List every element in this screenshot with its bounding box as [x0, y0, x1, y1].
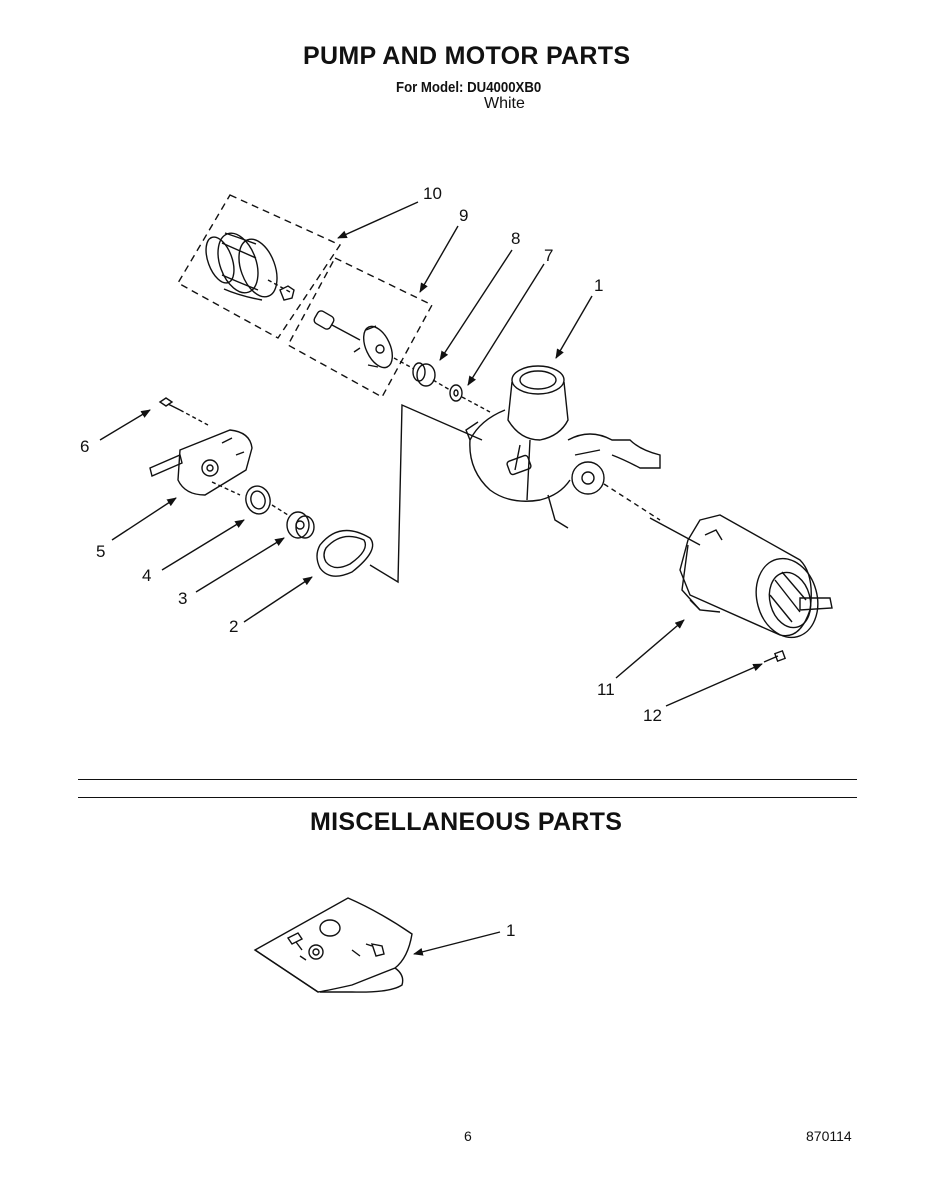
color-label: White: [484, 95, 525, 112]
callout-10: 10: [423, 184, 442, 203]
misc-section-title: MISCELLANEOUS PARTS: [310, 808, 623, 836]
part-9-impeller: [313, 310, 415, 370]
section-divider-top: [78, 779, 857, 780]
pump-section-title: PUMP AND MOTOR PARTS: [303, 42, 631, 70]
part-5-cover: [149, 429, 253, 496]
callout-3: 3: [178, 589, 188, 608]
callout-5: 5: [96, 542, 106, 561]
page-number: 6: [464, 1128, 472, 1144]
part-2-gasket: [316, 529, 374, 577]
misc-parts-bag: [253, 897, 413, 993]
callout-8: 8: [511, 229, 521, 248]
part-12-screw: [763, 649, 787, 663]
part-7-washer: [449, 384, 491, 413]
kit-10-boundary: [177, 194, 342, 339]
part-11-motor: [649, 514, 833, 639]
callout-4: 4: [142, 566, 152, 585]
model-line: For Model: DU4000XB0: [396, 79, 542, 96]
kit-9-boundary: [287, 257, 433, 398]
section-divider-bottom: [78, 797, 857, 798]
part-4-seal-ring: [245, 485, 289, 516]
callout-2: 2: [229, 617, 239, 636]
assembly-leader-bracket: [369, 403, 483, 584]
callout-9: 9: [459, 206, 469, 225]
callout-1: 1: [594, 276, 604, 295]
part-6-screw: [158, 397, 209, 426]
callout-11: 11: [597, 680, 615, 699]
part-1-pump-housing: [465, 365, 661, 529]
misc-callout-1: 1: [506, 921, 516, 940]
callout-12: 12: [643, 706, 662, 725]
part-8-seal: [412, 362, 451, 391]
part-10-seal-drum: [205, 232, 295, 301]
callout-6: 6: [80, 437, 90, 456]
part-3-grommet: [286, 511, 315, 539]
callout-7: 7: [544, 246, 554, 265]
document-code: 870114: [806, 1128, 852, 1144]
